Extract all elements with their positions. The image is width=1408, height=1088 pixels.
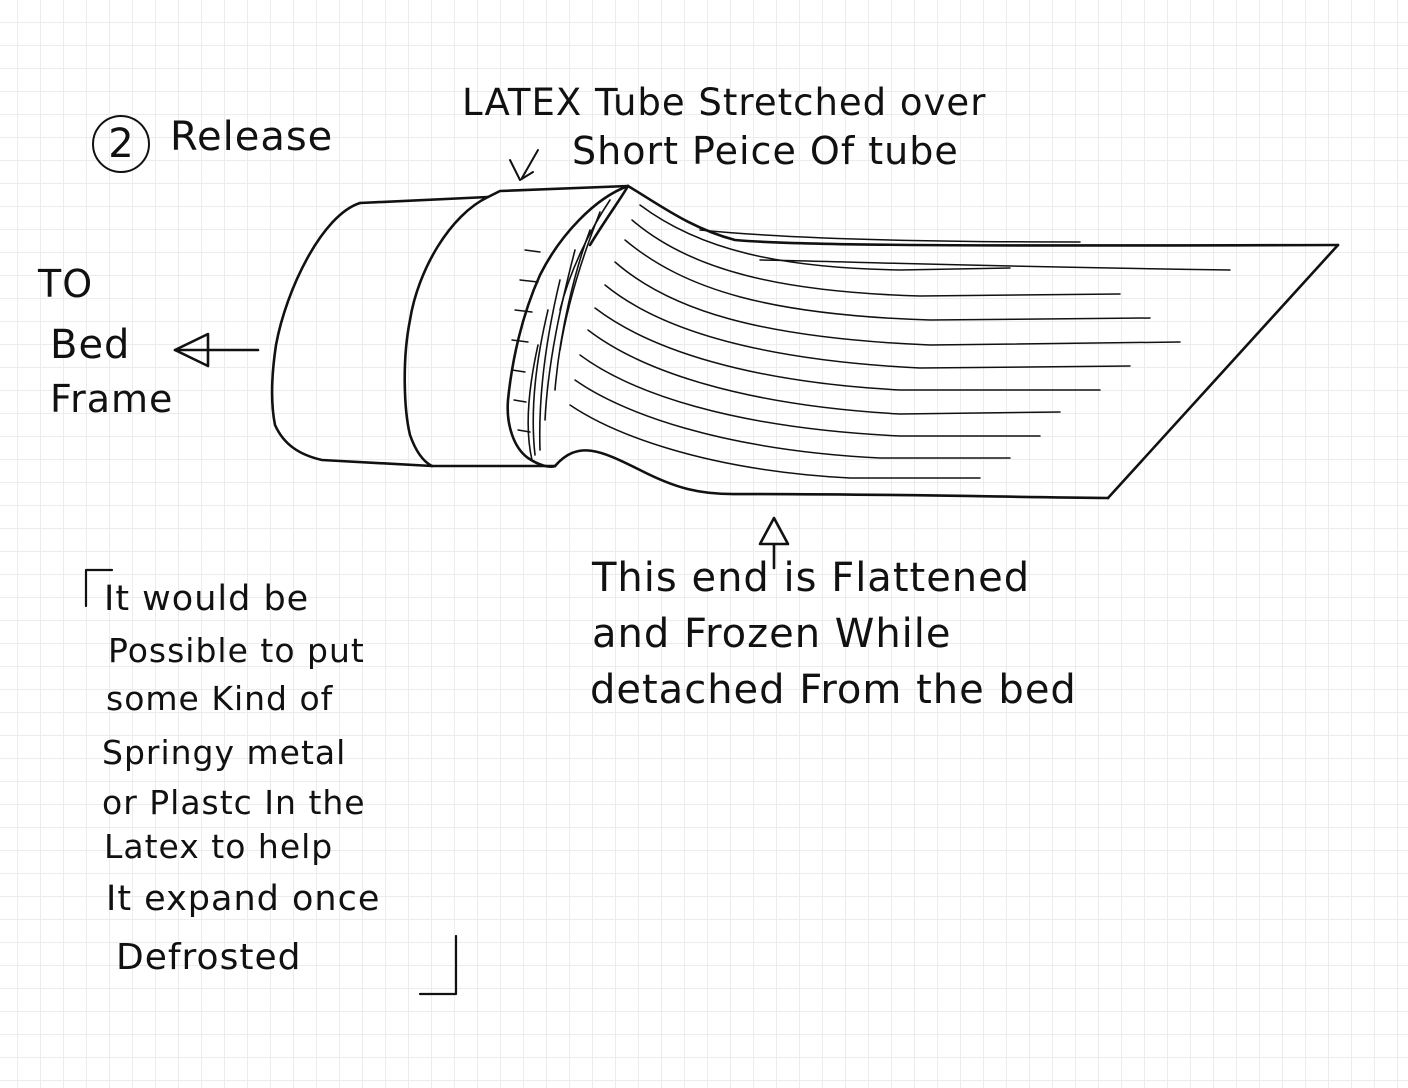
note-line: Springy metal — [102, 733, 347, 772]
latex-end-hatching — [527, 199, 611, 461]
left-arrow-icon — [173, 332, 260, 368]
band-tick-marks — [511, 249, 541, 433]
to-bed-frame-label-line3: Frame — [50, 377, 174, 421]
note-line: Possible to put — [108, 631, 365, 670]
flattened-end-label-line2: and Frozen While — [592, 611, 952, 657]
note-bracket-open — [84, 568, 114, 608]
note-line: It expand once — [106, 879, 381, 919]
flattened-end-label-line3: detached From the bed — [590, 667, 1077, 713]
note-line: or Plastc In the — [102, 783, 366, 822]
note-line: It would be — [104, 579, 310, 619]
note-line: some Kind of — [106, 679, 334, 718]
note-line: Latex to help — [104, 827, 334, 866]
to-bed-frame-label-line1: TO — [38, 262, 94, 306]
step-number-circle: 2 — [92, 115, 150, 173]
pointer-arrow-icon — [509, 149, 539, 181]
step-label: Release — [170, 114, 334, 160]
latex-tube-label-line1: LATEX Tube Stretched over — [462, 81, 987, 124]
short-tube-cylinder — [270, 195, 490, 468]
latex-tube-label-line2: Short Peice Of tube — [572, 129, 959, 173]
note-line: Defrosted — [116, 937, 302, 978]
flattened-end-label-line1: This end is Flattened — [592, 555, 1031, 601]
to-bed-frame-label-line2: Bed — [50, 322, 131, 368]
tube-texture-lines — [569, 204, 1231, 479]
up-arrow-icon — [758, 516, 790, 570]
latex-tube-body — [553, 184, 1340, 500]
note-bracket-close — [418, 934, 458, 996]
latex-band — [430, 184, 630, 469]
